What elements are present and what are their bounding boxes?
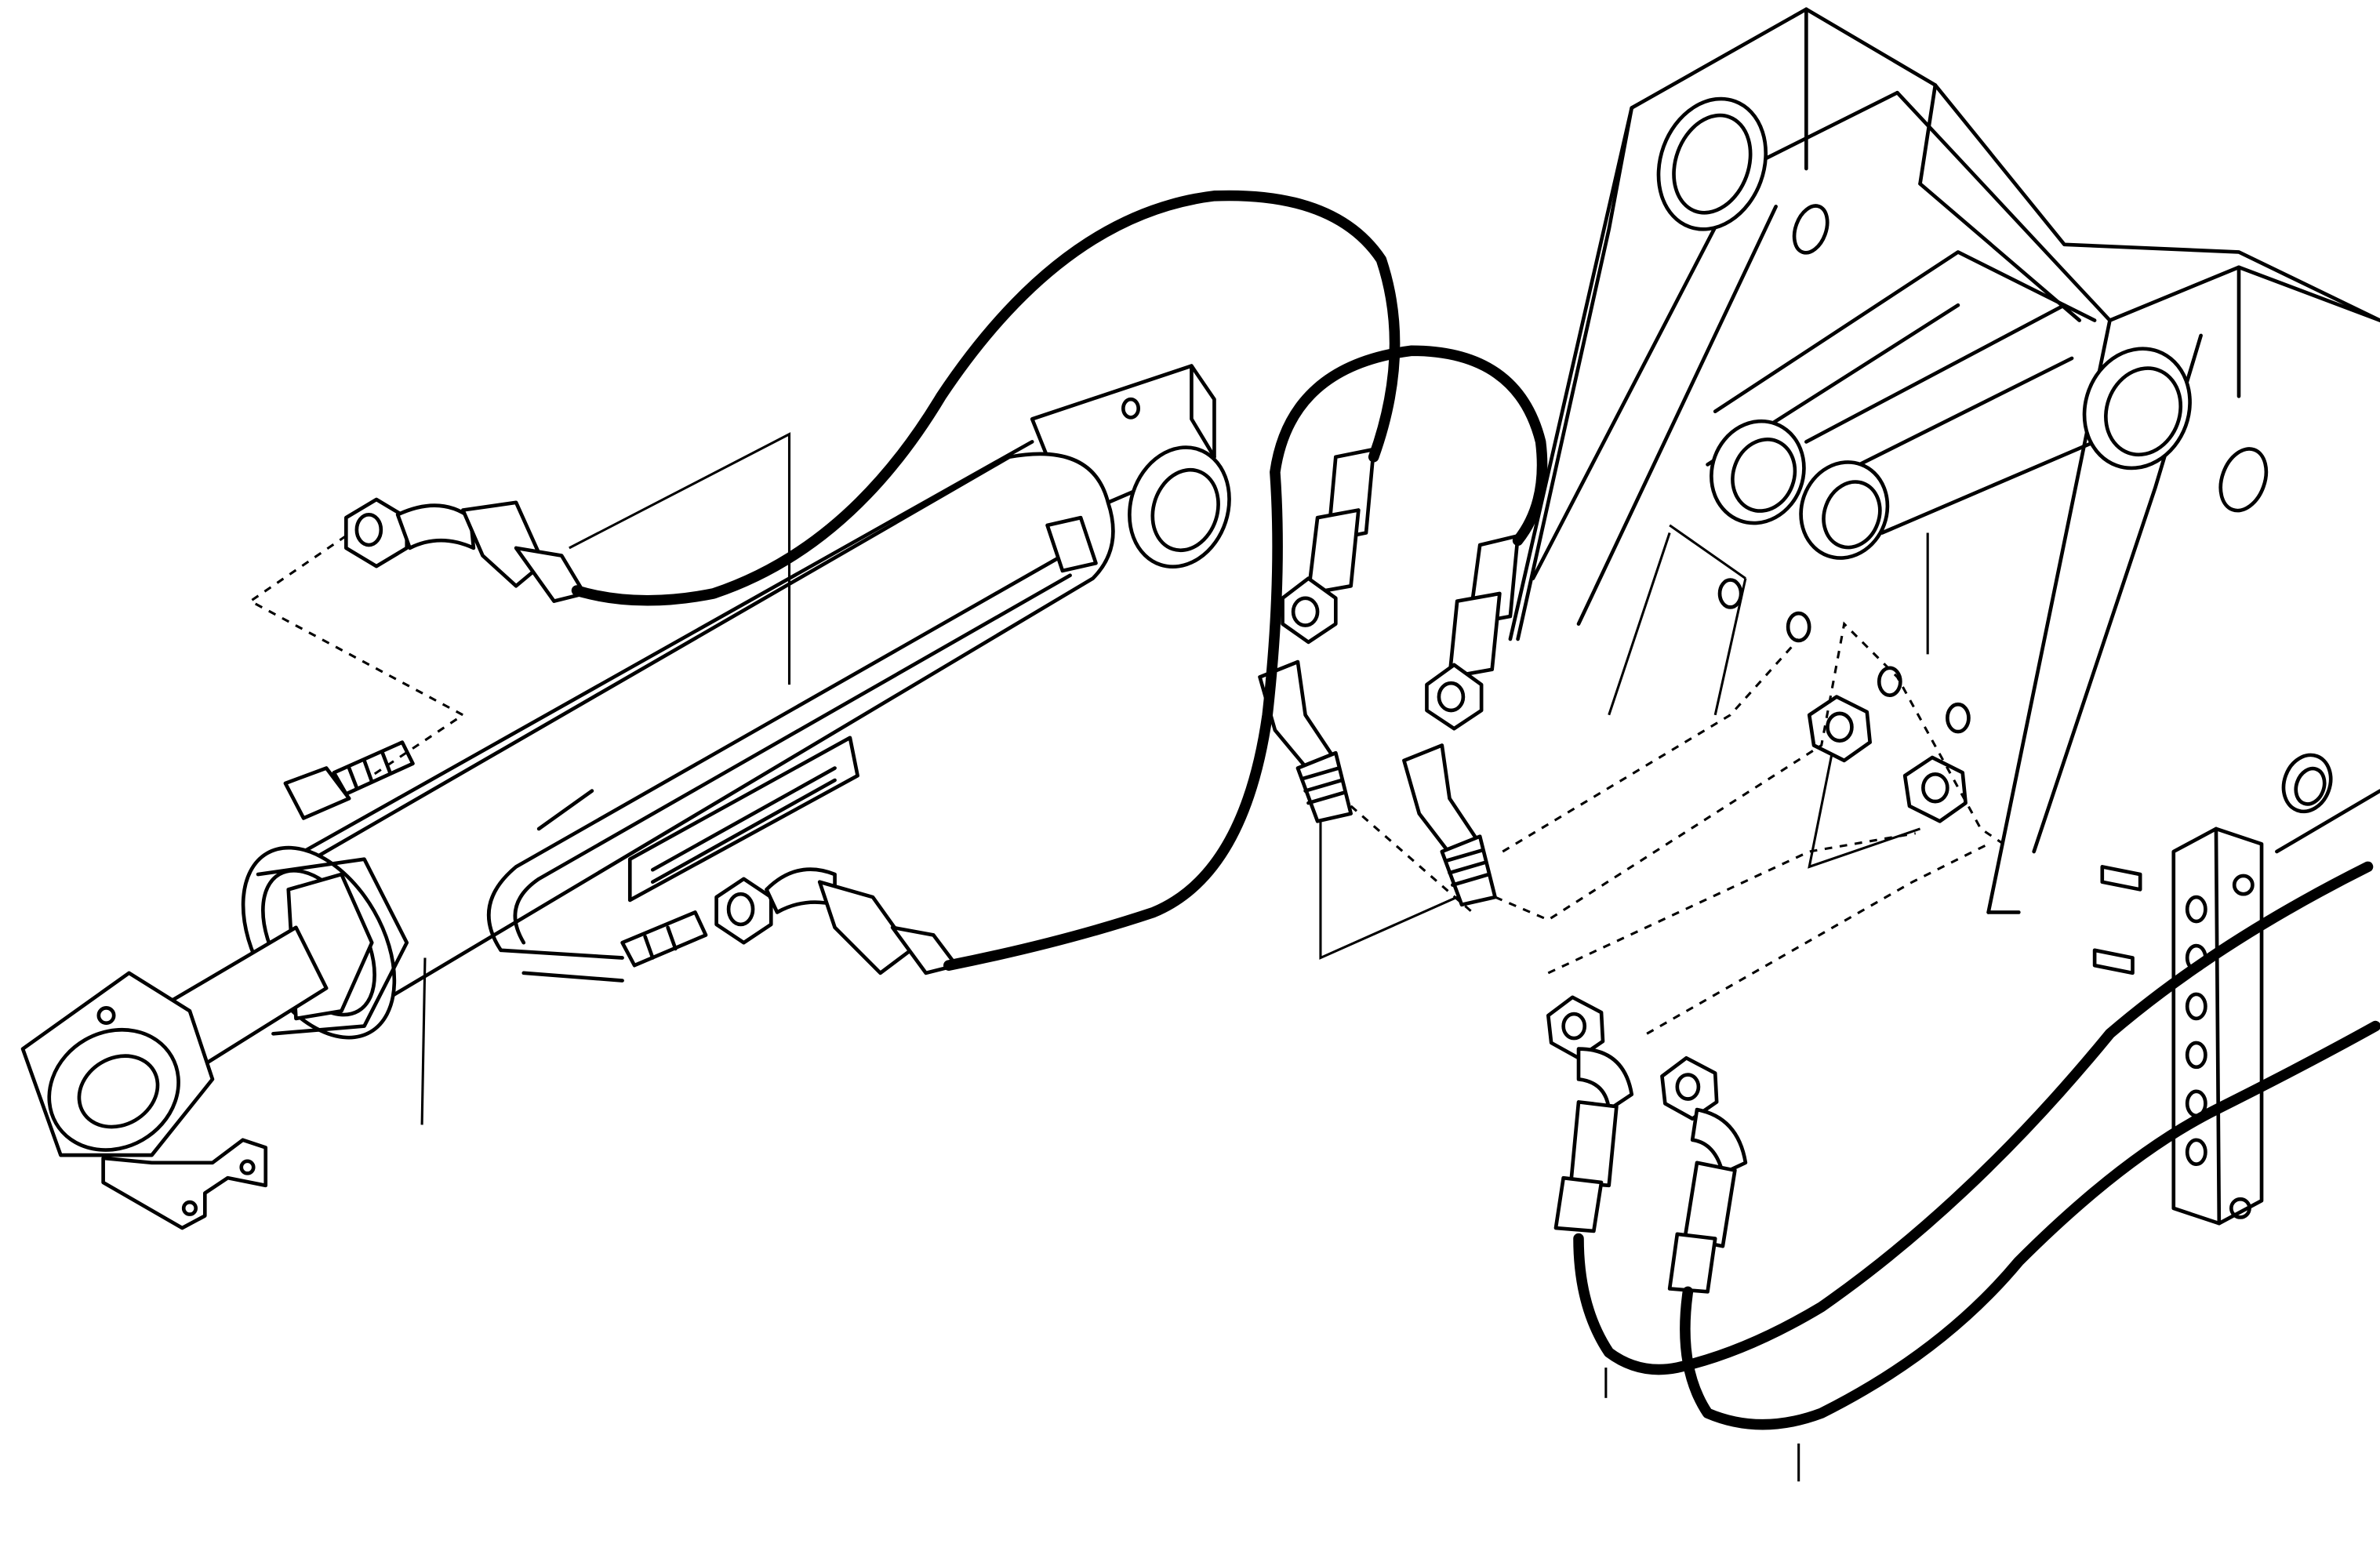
hose-sleeve <box>1569 1100 1619 1188</box>
elbow-fitting <box>765 867 837 914</box>
hose-sleeve <box>1553 1175 1604 1233</box>
hose-sleeve <box>461 500 546 588</box>
hose-nut <box>1281 576 1338 645</box>
elbow-fitting <box>1402 743 1497 907</box>
hose-sleeve <box>1683 1161 1737 1248</box>
straight-fitting <box>332 740 415 796</box>
hex-nut <box>1807 695 1872 763</box>
straight-fitting <box>620 910 708 968</box>
leader-lines <box>248 432 2004 1482</box>
hose-nut <box>1425 663 1484 731</box>
hose-sleeve <box>1667 1232 1717 1294</box>
hose-nut <box>343 497 409 568</box>
cylinder-rod-eye <box>20 971 215 1157</box>
hex-nut <box>1902 755 1968 823</box>
hydraulic-hose <box>571 190 2380 1430</box>
elbow-fitting <box>1576 1047 1634 1112</box>
hose-nut <box>1546 995 1605 1060</box>
straight-fitting <box>1306 447 1376 596</box>
frame-bracket <box>1508 7 2380 914</box>
hydraulic-cylinder <box>20 364 1231 1230</box>
elbow-fitting <box>1690 1107 1748 1175</box>
hose-nut <box>714 877 773 945</box>
hose-sleeve <box>817 880 913 975</box>
elbow-fitting <box>1258 659 1353 823</box>
straight-fitting <box>1448 534 1520 679</box>
mounting-bracket <box>101 1138 268 1230</box>
hose-nut <box>1660 1055 1719 1121</box>
